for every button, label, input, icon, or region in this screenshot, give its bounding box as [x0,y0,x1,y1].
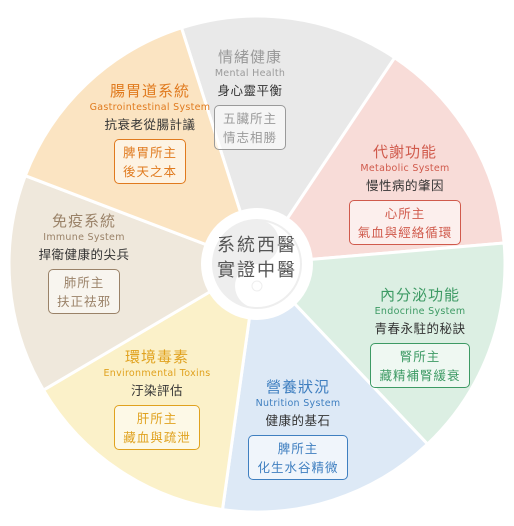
segment-endocrine-system: 內分泌功能 Endocrine System 青春永駐的秘訣 腎所主 藏精補腎緩… [355,286,485,388]
tcm-box: 心所主 氣血與經絡循環 [348,200,462,245]
segment-description: 身心靈平衡 [217,83,283,98]
tcm-box-line-1: 心所主 [384,206,426,221]
tcm-box: 肝所主 藏血與疏泄 [114,405,200,450]
tcm-box: 脾胃所主 後天之本 [113,139,186,184]
segment-gastrointestinal-system: 腸胃道系統 Gastrointestinal System 抗衰老從腸計議 脾胃… [75,82,225,184]
segment-title-en: Nutrition System [255,398,341,409]
wheel-segment-immune [7,173,261,393]
segment-description: 抗衰老從腸計議 [104,117,196,132]
segment-metabolic-system: 代謝功能 Metabolic System 慢性病的肇因 心所主 氣血與經絡循環 [340,143,470,245]
segment-title-en: Gastrointestinal System [89,102,211,113]
tcm-box-line-1: 腎所主 [399,349,441,364]
tcm-box-line-2: 扶正祛邪 [56,294,111,309]
segment-environmental-toxins: 環境毒素 Environmental Toxins 汙染評估 肝所主 藏血與疏泄 [87,348,227,450]
wheel-segment-mental [179,14,397,268]
segment-title-cn: 腸胃道系統 [109,82,190,100]
segment-title-cn: 代謝功能 [372,143,437,161]
segment-title-cn: 內分泌功能 [379,286,460,304]
segment-title-en: Immune System [43,232,125,243]
segment-immune-system: 免疫系統 Immune System 捍衛健康的尖兵 肺所主 扶正祛邪 [24,212,144,314]
tcm-box: 五臟所主 情志相勝 [213,105,286,150]
segment-title-cn: 免疫系統 [51,212,116,230]
tcm-box-line-1: 脾胃所主 [122,145,177,160]
tcm-box-line-2: 藏血與疏泄 [123,430,191,445]
segment-title-en: Environmental Toxins [103,368,211,379]
segment-nutrition-system: 營養狀況 Nutrition System 健康的基石 脾所主 化生水谷精微 [233,378,363,480]
tcm-box-line-1: 肺所主 [63,275,105,290]
center-hub [201,208,313,320]
tcm-box: 腎所主 藏精補腎緩衰 [370,343,470,388]
tcm-box-line-2: 氣血與經絡循環 [357,225,453,240]
segment-description: 青春永駐的秘訣 [374,321,466,336]
segment-description: 捍衛健康的尖兵 [38,247,130,262]
yin-yang-watermark-icon [212,219,302,309]
segment-description: 健康的基石 [265,413,331,428]
segment-title-en: Mental Health [214,68,286,79]
center-line-2: 實證中醫 [217,260,297,281]
segment-title-cn: 環境毒素 [124,348,189,366]
segment-title-en: Endocrine System [374,306,466,317]
segment-description: 慢性病的肇因 [365,178,444,193]
segment-mental-health: 情緒健康 Mental Health 身心靈平衡 五臟所主 情志相勝 [195,48,305,150]
tcm-box-line-1: 肝所主 [136,411,178,426]
tcm-box: 肺所主 扶正祛邪 [47,269,120,314]
tcm-box-line-2: 藏精補腎緩衰 [379,368,461,383]
segment-description: 汙染評估 [130,383,183,398]
segment-title-cn: 營養狀況 [265,378,330,396]
tcm-box-line-2: 情志相勝 [222,130,277,145]
tcm-box-line-2: 後天之本 [122,164,177,179]
tcm-box-line-1: 脾所主 [277,441,319,456]
tcm-box: 脾所主 化生水谷精微 [248,435,348,480]
tcm-box-line-2: 化生水谷精微 [257,460,339,475]
segment-title-en: Metabolic System [360,163,450,174]
segment-title-cn: 情緒健康 [217,48,282,66]
tcm-box-line-1: 五臟所主 [222,111,277,126]
center-line-1: 系統西醫 [217,235,297,256]
wheel-segment-toxins [41,261,259,512]
center-title: 系統西醫 實證中醫 [203,233,311,283]
